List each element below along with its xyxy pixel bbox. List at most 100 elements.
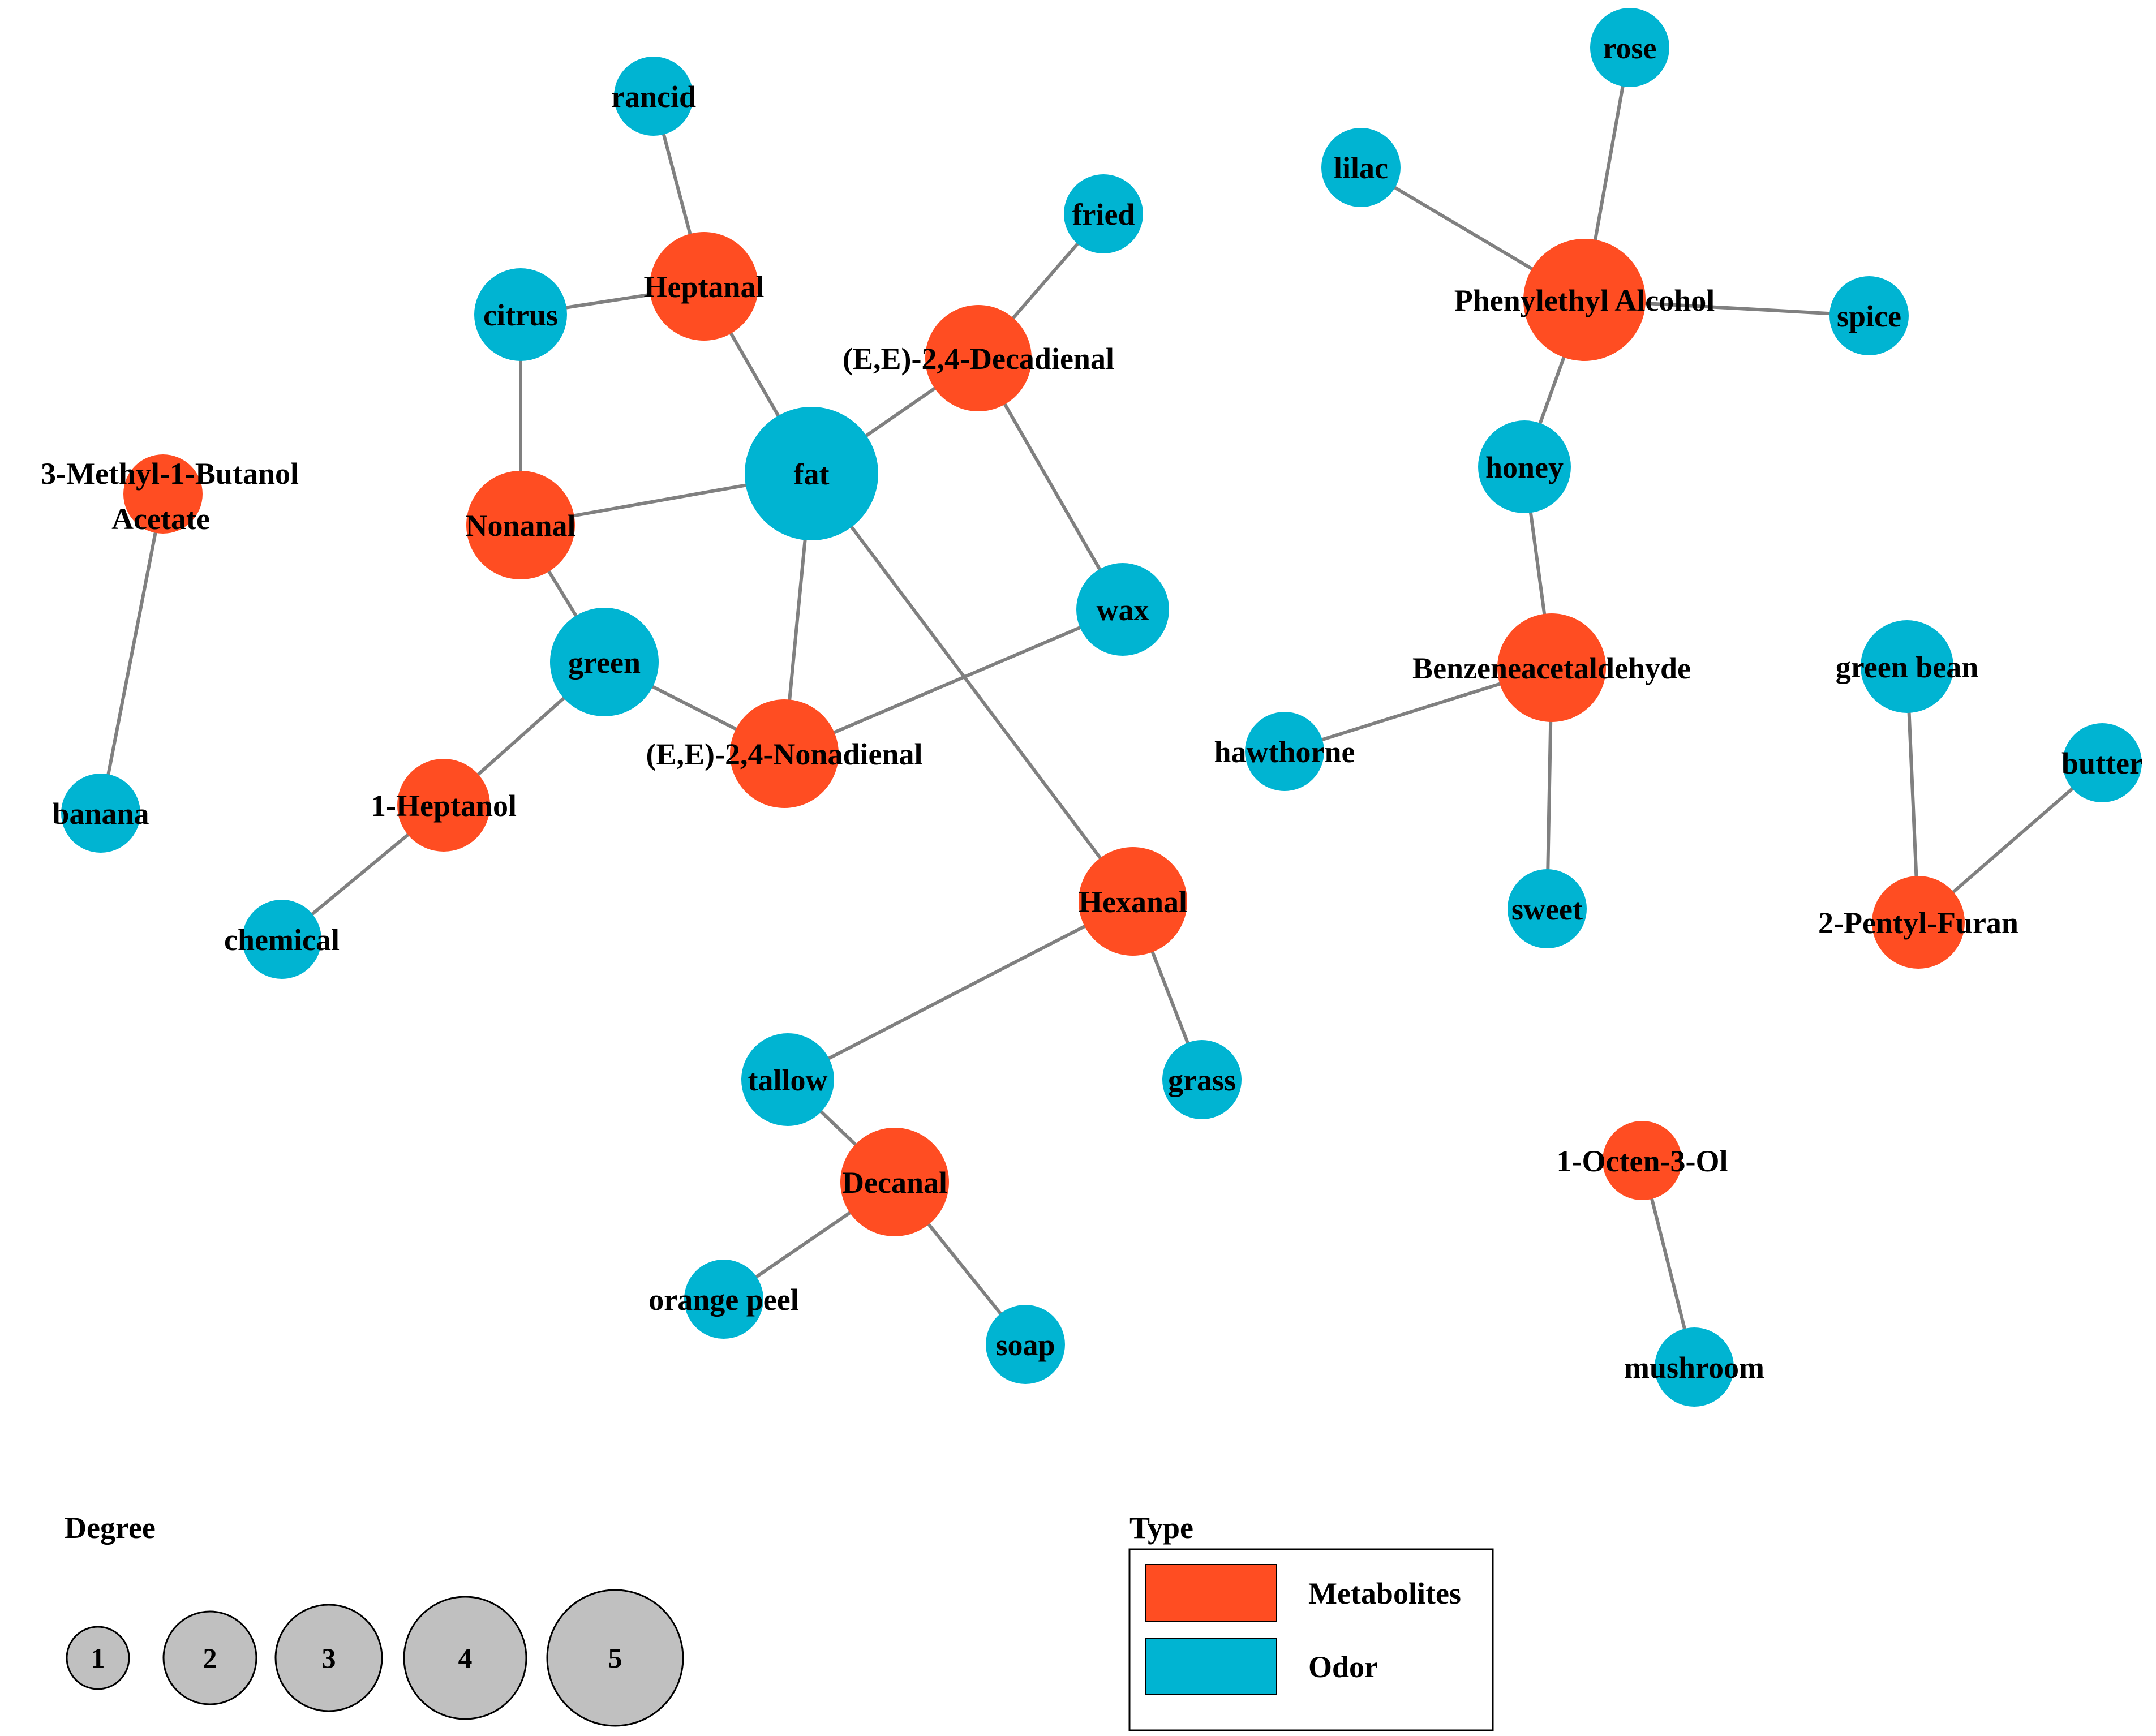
edge-m_hexanal-o_tallow — [787, 900, 1134, 1081]
node-circle-o_fried[interactable] — [1064, 174, 1143, 253]
node-circle-m_heptanol[interactable] — [397, 759, 490, 852]
degree-label-5: 5 — [608, 1642, 622, 1674]
node-label-o_honey: honey — [1485, 450, 1564, 484]
node-o_soap[interactable]: soap — [986, 1305, 1065, 1384]
node-label-o_rose: rose — [1603, 31, 1657, 65]
node-circle-o_rancid[interactable] — [614, 57, 693, 136]
degree-circle-4 — [403, 1596, 527, 1720]
node-o_butter[interactable]: butter — [2061, 723, 2143, 802]
node-circle-m_phenylethyl[interactable] — [1523, 239, 1646, 361]
node-m_phenylethyl[interactable]: Phenylethyl Alcohol — [1454, 239, 1715, 361]
node-circle-m_pentylfuran[interactable] — [1872, 876, 1965, 969]
node-o_wax[interactable]: wax — [1076, 563, 1169, 656]
node-label-m_decadienal: (E,E)-2,4-Decadienal — [843, 342, 1114, 376]
node-label-m_heptanal: Heptanal — [643, 270, 764, 304]
node-m_nonanal[interactable]: Nonanal — [465, 471, 576, 579]
node-o_chemical[interactable]: chemical — [224, 900, 340, 979]
node-o_rancid[interactable]: rancid — [611, 57, 696, 136]
node-circle-m_heptanal[interactable] — [650, 232, 758, 341]
edge-m_nonadienal-o_wax — [783, 608, 1124, 755]
node-circle-m_decadienal[interactable] — [925, 305, 1032, 411]
node-label-o_grass: grass — [1168, 1063, 1236, 1097]
node-m_decanal[interactable]: Decanal — [840, 1128, 949, 1236]
node-o_grass[interactable]: grass — [1162, 1040, 1242, 1119]
node-circle-m_nonadienal[interactable] — [730, 699, 839, 808]
node-o_sweet[interactable]: sweet — [1508, 869, 1587, 948]
node-o_tallow[interactable]: tallow — [741, 1033, 834, 1126]
type-legend-title: Type — [1129, 1511, 1193, 1545]
node-label-o_tallow: tallow — [748, 1063, 828, 1097]
node-label-m_octenol: 1-Octen-3-Ol — [1557, 1144, 1728, 1178]
node-o_mushroom[interactable]: mushroom — [1624, 1327, 1764, 1407]
node-circle-o_fat[interactable] — [745, 407, 878, 540]
node-circle-o_citrus[interactable] — [474, 268, 567, 361]
node-m_nonadienal[interactable]: (E,E)-2,4-Nonadienal — [646, 699, 923, 808]
node-circle-o_wax[interactable] — [1076, 563, 1169, 656]
node-circle-o_banana[interactable] — [61, 774, 140, 853]
node-circle-o_butter[interactable] — [2063, 723, 2142, 802]
node-o_rose[interactable]: rose — [1590, 8, 1669, 87]
node-label-m_benzeneacetaldehyde: Benzeneacetaldehyde — [1412, 651, 1691, 685]
node-label-m_nonanal: Nonanal — [465, 509, 575, 543]
node-label-o_chemical: chemical — [224, 923, 340, 957]
type-label-metabolite: Metabolites — [1308, 1576, 1461, 1610]
node-o_orange[interactable]: orange peel — [648, 1260, 799, 1339]
node-m_pentylfuran[interactable]: 2-Pentyl-Furan — [1818, 876, 2018, 969]
node-label-o_citrus: citrus — [483, 298, 558, 332]
node-m_hexanal[interactable]: Hexanal — [1079, 847, 1187, 956]
node-circle-o_chemical[interactable] — [242, 900, 321, 979]
node-label-o_sweet: sweet — [1511, 892, 1583, 926]
node-o_hawthorne[interactable]: hawthorne — [1214, 712, 1355, 791]
node-circle-o_orange[interactable] — [684, 1260, 763, 1339]
node-label-o_rancid: rancid — [611, 80, 696, 114]
type-swatch-metabolite — [1145, 1564, 1277, 1622]
node-o_lilac[interactable]: lilac — [1321, 128, 1401, 207]
node-o_honey[interactable]: honey — [1478, 420, 1571, 513]
node-label-o_soap: soap — [995, 1328, 1055, 1362]
node-circle-o_soap[interactable] — [986, 1305, 1065, 1384]
node-circle-o_hawthorne[interactable] — [1245, 712, 1324, 791]
degree-label-4: 4 — [458, 1642, 473, 1674]
node-circle-o_mushroom[interactable] — [1655, 1327, 1734, 1407]
node-circle-o_tallow[interactable] — [741, 1033, 834, 1126]
node-o_spice[interactable]: spice — [1829, 276, 1909, 355]
node-circle-o_sweet[interactable] — [1508, 869, 1587, 948]
node-circle-o_grass[interactable] — [1162, 1040, 1242, 1119]
edge-m_hexanal-o_fat — [810, 472, 1135, 903]
node-m_octenol[interactable]: 1-Octen-3-Ol — [1557, 1121, 1728, 1200]
node-circle-o_rose[interactable] — [1590, 8, 1669, 87]
degree-circle-3 — [274, 1604, 383, 1712]
node-label-o_fried: fried — [1072, 197, 1135, 231]
node-o_fried[interactable]: fried — [1064, 174, 1143, 253]
node-circle-o_green[interactable] — [550, 608, 659, 716]
node-circle-o_lilac[interactable] — [1321, 128, 1401, 207]
node-label-o_banana: banana — [52, 797, 149, 831]
degree-circle-5 — [546, 1589, 684, 1727]
node-m_decadienal[interactable]: (E,E)-2,4-Decadienal — [843, 305, 1114, 411]
node-circle-m_octenol[interactable] — [1603, 1121, 1682, 1200]
node-circle-m_nonanal[interactable] — [466, 471, 575, 579]
node-circle-o_honey[interactable] — [1478, 420, 1571, 513]
node-circle-m_benzeneacetaldehyde[interactable] — [1497, 613, 1606, 722]
node-m_benzeneacetaldehyde[interactable]: Benzeneacetaldehyde — [1412, 613, 1691, 722]
node-label-o_hawthorne: hawthorne — [1214, 735, 1355, 769]
node-circle-o_spice[interactable] — [1829, 276, 1909, 355]
node-o_green[interactable]: green — [550, 608, 659, 716]
node-label-m_nonadienal: (E,E)-2,4-Nonadienal — [646, 737, 922, 771]
node-label-o_greenbean: green bean — [1836, 650, 1979, 684]
node-m_heptanol[interactable]: 1-Heptanol — [371, 759, 517, 852]
node-circle-m_hexanal[interactable] — [1079, 847, 1187, 956]
node-o_banana[interactable]: banana — [52, 774, 149, 853]
node-label-o_butter: butter — [2061, 746, 2143, 780]
node-circle-m_methylbutanol[interactable] — [123, 454, 203, 534]
node-o_greenbean[interactable]: green bean — [1836, 620, 1979, 713]
node-m_heptanal[interactable]: Heptanal — [643, 232, 765, 341]
node-o_citrus[interactable]: citrus — [474, 268, 567, 361]
node-o_fat[interactable]: fat — [745, 407, 878, 540]
node-circle-o_greenbean[interactable] — [1861, 620, 1953, 713]
node-circle-m_decanal[interactable] — [840, 1128, 949, 1236]
